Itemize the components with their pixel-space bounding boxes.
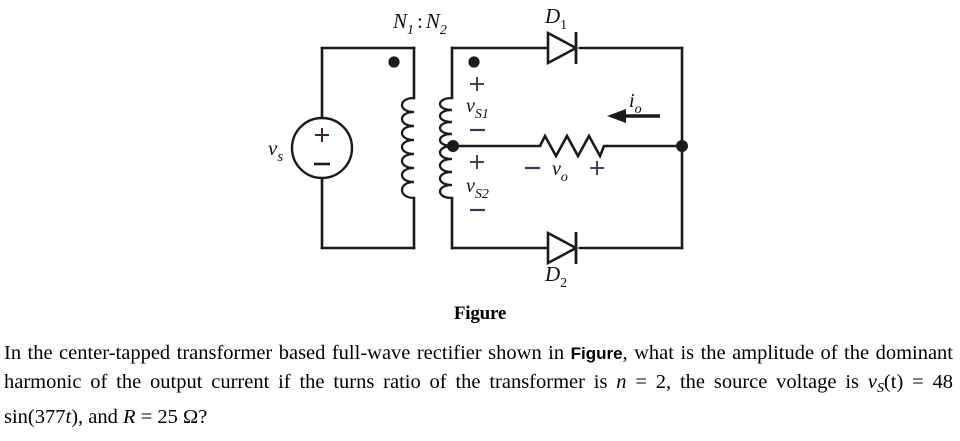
turns-ratio-label: N1:N2 — [392, 9, 447, 38]
output-current-arrow — [607, 109, 660, 123]
load-resistor-symbol — [538, 133, 608, 160]
source-voltage-expression: vS(t — [867, 371, 897, 396]
t-symbol: t — [65, 405, 72, 428]
secondary-polarity-dot — [468, 56, 480, 68]
vo-plus-icon — [590, 161, 604, 175]
vs2-label: vS2 — [466, 175, 489, 202]
problem-text-part2: , what is the amplitude of the dominant … — [4, 342, 954, 393]
vs-arg-open: (t — [883, 371, 897, 393]
after-sin-text: ), and — [71, 405, 124, 428]
secondary-winding-lower — [438, 144, 453, 200]
primary-polarity-dot — [388, 56, 400, 68]
current-arrow-head — [607, 109, 626, 123]
diode-d2-label: D2 — [544, 262, 567, 291]
source-plus-icon — [315, 128, 329, 142]
vs1-label: vS1 — [466, 95, 489, 122]
diode-d1-triangle — [546, 30, 579, 66]
secondary-coil-loop — [438, 183, 453, 200]
secondary-circuit — [450, 46, 684, 250]
n-symbol: n — [616, 371, 627, 393]
circuit-figure: vs N1:N2 D1 D2 vS1 vS2 — [268, 4, 688, 324]
output-voltage-label: vo — [552, 158, 568, 185]
secondary-coil-loop — [438, 96, 453, 112]
r-value: = 25 Ω? — [135, 405, 208, 428]
secondary-coil-loop — [438, 108, 453, 124]
primary-coil-loop — [400, 96, 415, 114]
source-circle — [290, 116, 354, 180]
n-equation: = 2, the source voltage is — [626, 371, 868, 393]
circuit-diagram-svg: vs N1:N2 D1 D2 vS1 vS2 — [268, 4, 688, 291]
primary-coil-loop — [400, 166, 415, 184]
figure-reference: Figure — [570, 344, 623, 363]
source-label: vs — [268, 136, 283, 165]
primary-coil-loop — [400, 152, 415, 170]
diode-d1 — [546, 30, 579, 66]
primary-winding — [400, 96, 415, 200]
diode-d2 — [546, 230, 579, 266]
secondary-winding-upper — [438, 96, 453, 148]
diode-d1-label: D1 — [544, 4, 567, 33]
secondary-coil-loop — [438, 120, 453, 136]
primary-coil-loop — [400, 110, 415, 128]
vs1-plus-icon — [470, 77, 484, 91]
primary-coil-loop — [400, 124, 415, 142]
vs-symbol: v — [867, 371, 877, 393]
ac-voltage-source — [290, 116, 354, 180]
problem-paragraph: In the center-tapped transformer based f… — [4, 339, 953, 431]
vs2-plus-icon — [470, 155, 484, 169]
vs-arg-close: ) = 48 sin(377 — [4, 371, 953, 428]
diode-d2-triangle — [546, 230, 579, 266]
vs-subscript: S — [876, 380, 884, 396]
figure-caption: Figure — [453, 303, 507, 324]
output-current-label: io — [629, 90, 642, 117]
output-node-junction-dot — [676, 140, 688, 152]
r-symbol: R — [123, 405, 136, 428]
secondary-coil-loop — [438, 170, 453, 187]
secondary-coil-loop — [438, 157, 453, 174]
primary-circuit — [320, 46, 416, 250]
primary-coil-loop — [400, 180, 415, 200]
problem-statement: In the center-tapped transformer based f… — [4, 339, 953, 431]
primary-coil-loop — [400, 138, 415, 156]
center-tap-junction-dot — [447, 140, 459, 152]
problem-text-part1: In the center-tapped transformer based f… — [4, 342, 571, 364]
